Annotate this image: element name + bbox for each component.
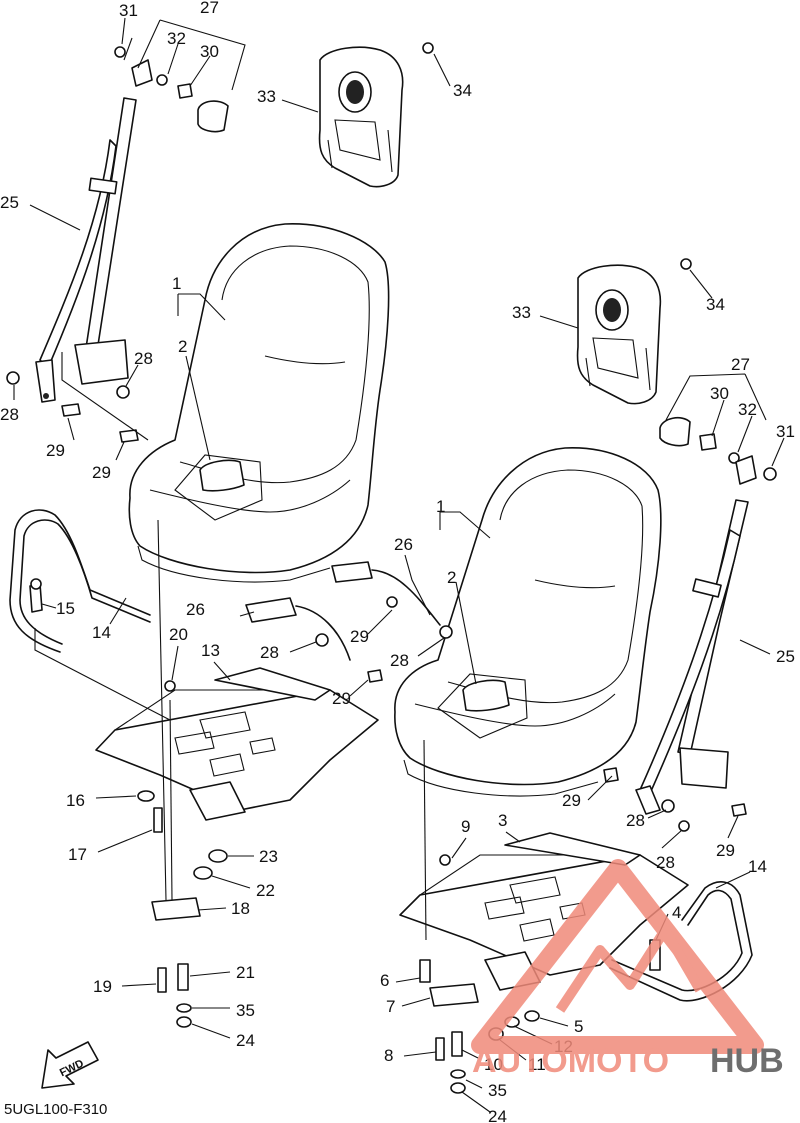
left-grab-bar: [9, 509, 151, 653]
callout-13: 13: [201, 641, 220, 660]
callout-15: 15: [56, 599, 75, 618]
callout-14: 14: [748, 857, 767, 876]
assembly-guides: [34, 37, 427, 941]
left-headrest: [318, 46, 404, 188]
callout-17: 17: [68, 845, 87, 864]
callout-28: 28: [0, 405, 19, 424]
callout-24: 24: [488, 1107, 507, 1123]
callout-25: 25: [776, 647, 795, 666]
callout-29: 29: [562, 791, 581, 810]
callout-18: 18: [231, 899, 250, 918]
leader-lines: [13, 17, 785, 1113]
callout-11: 11: [528, 1055, 546, 1074]
callout-34: 34: [706, 295, 725, 314]
callout-31: 31: [776, 422, 795, 441]
callout-30: 30: [200, 42, 219, 61]
right-headrest: [576, 264, 662, 405]
callout-7: 7: [386, 997, 395, 1016]
diagram-code: 5UGL100-F310: [4, 1101, 108, 1118]
callout-29: 29: [46, 441, 65, 460]
callout-27: 27: [731, 355, 750, 374]
right-seat-belt: [635, 499, 749, 815]
left-belt-anchor-parts: [114, 46, 229, 133]
callout-1: 1: [436, 497, 445, 516]
watermark-text-hub: HUB: [710, 1042, 784, 1080]
callout-31: 31: [119, 1, 138, 20]
callout-28: 28: [626, 811, 645, 830]
left-seat: [128, 223, 390, 583]
callout-35: 35: [488, 1081, 507, 1100]
callout-35: 35: [236, 1001, 255, 1020]
callout-29: 29: [350, 627, 369, 646]
callout-23: 23: [259, 847, 278, 866]
callout-22: 22: [256, 881, 275, 900]
callout-5: 5: [574, 1017, 583, 1036]
right-belt-anchor-parts: [659, 416, 777, 485]
left-buckle: [245, 597, 351, 661]
callout-29: 29: [716, 841, 735, 860]
callout-1: 1: [172, 274, 181, 293]
fwd-arrow: FWD: [41, 1041, 99, 1089]
callout-29: 29: [92, 463, 111, 482]
callout-24: 24: [236, 1031, 255, 1050]
callout-3: 3: [498, 811, 507, 830]
callout-10: 10: [484, 1055, 503, 1074]
callout-19: 19: [93, 977, 112, 996]
left-seat-base: [95, 667, 379, 821]
callout-2: 2: [178, 337, 187, 356]
right-buckle: [331, 561, 441, 626]
callout-28: 28: [656, 853, 675, 872]
callout-2: 2: [447, 568, 456, 587]
callout-34: 34: [453, 81, 472, 100]
callout-8: 8: [384, 1046, 393, 1065]
left-seat-belt: [35, 97, 137, 403]
callout-21: 21: [236, 963, 255, 982]
callout-33: 33: [512, 303, 531, 322]
callout-9: 9: [461, 817, 470, 836]
callout-28: 28: [390, 651, 409, 670]
callout-26: 26: [394, 535, 413, 554]
callout-16: 16: [66, 791, 85, 810]
right-seat: [394, 447, 662, 797]
automotohub-watermark: AUTOMOTO HUB: [471, 859, 784, 1080]
callout-30: 30: [710, 384, 729, 403]
callout-25: 25: [0, 193, 19, 212]
callout-14: 14: [92, 623, 111, 642]
callout-32: 32: [167, 29, 186, 48]
callout-27: 27: [200, 0, 219, 17]
watermark-text-automoto: AUTOMOTO: [472, 1042, 669, 1080]
callout-6: 6: [380, 971, 389, 990]
callout-4: 4: [672, 903, 681, 922]
callout-29: 29: [332, 689, 351, 708]
callout-28: 28: [134, 349, 153, 368]
callout-32: 32: [738, 400, 757, 419]
callout-28: 28: [260, 643, 279, 662]
callout-20: 20: [169, 625, 188, 644]
callout-33: 33: [257, 87, 276, 106]
callout-26: 26: [186, 600, 205, 619]
